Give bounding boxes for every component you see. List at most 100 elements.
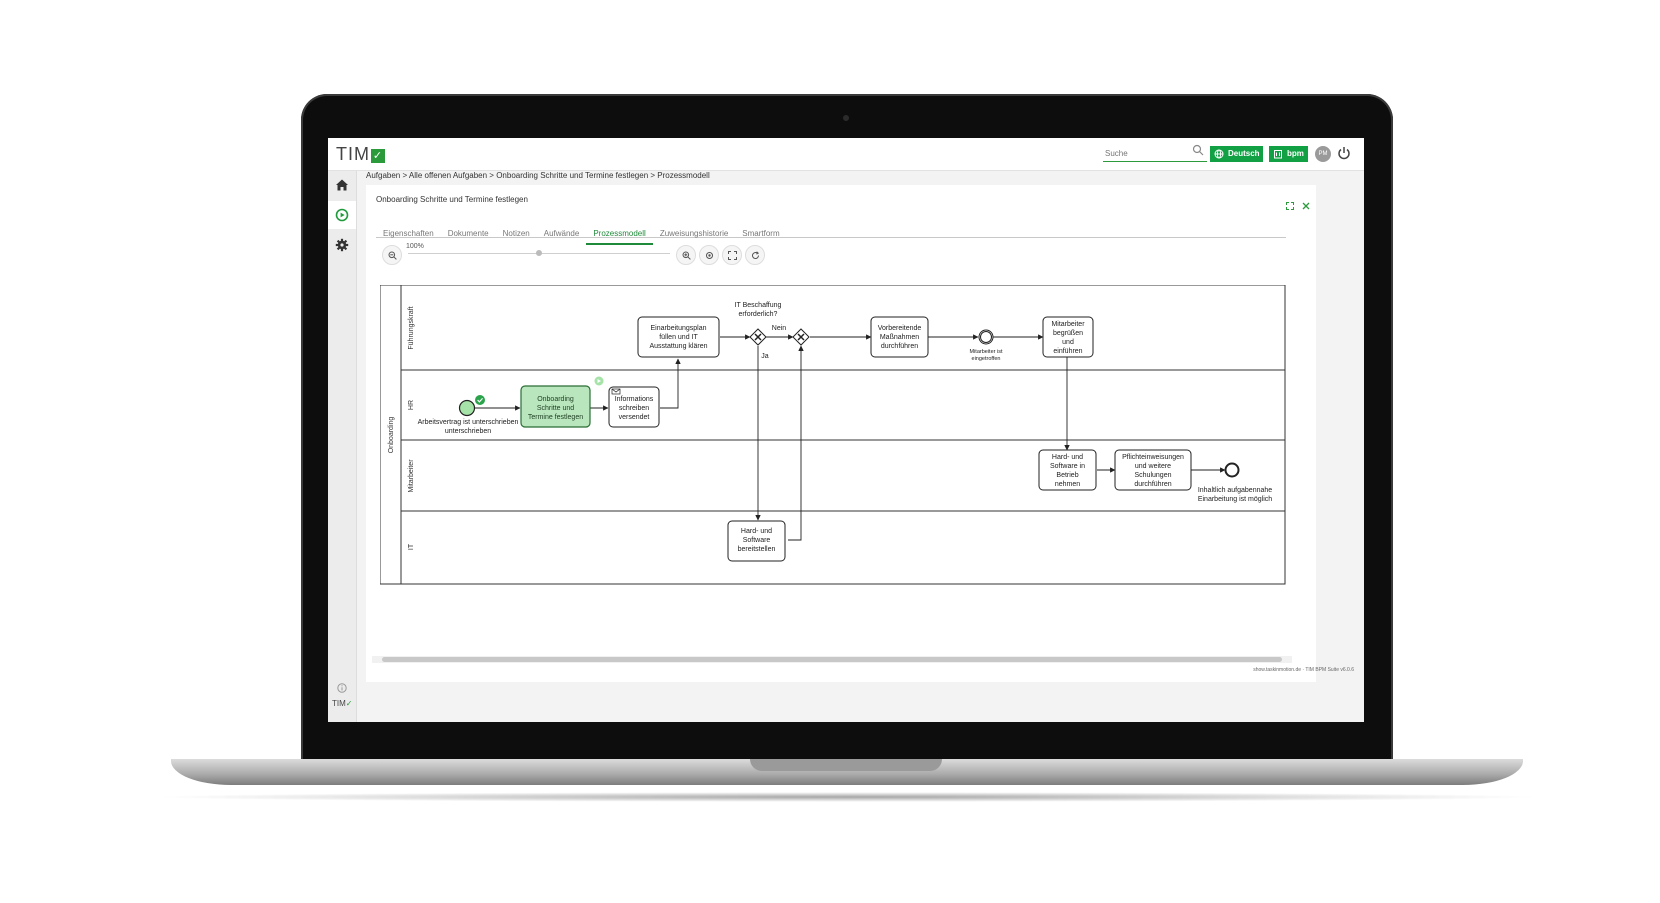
zoom-slider-thumb[interactable] xyxy=(536,250,542,256)
task-vorbereitende[interactable]: Vorbereitende Maßnahmen durchführen xyxy=(870,316,929,358)
gateway-no-label: Nein xyxy=(772,325,787,332)
task-bereitstellen-line-1: Hard- und xyxy=(741,528,772,535)
task-vorbereitende-line-2: Maßnahmen xyxy=(880,334,919,341)
task-informationen-line-3: versendet xyxy=(619,414,650,421)
zoom-out-button[interactable] xyxy=(382,245,402,265)
gateway-question-line-1: IT Beschaffung xyxy=(735,302,782,309)
intermediate-event-label-2: eingetroffen xyxy=(972,356,1001,362)
building-icon xyxy=(1274,150,1282,159)
sequence-flows xyxy=(475,334,1226,541)
task-onboarding[interactable]: Onboarding Schritte und Termine festlege… xyxy=(520,385,591,428)
gateway-merge[interactable] xyxy=(792,328,810,346)
laptop-notch xyxy=(750,759,942,771)
lane-label: Führungskraft xyxy=(408,306,415,349)
expand-icon[interactable] xyxy=(1285,202,1294,210)
tab-eigenschaften[interactable]: Eigenschaften xyxy=(383,229,434,238)
home-icon xyxy=(336,179,348,191)
zoom-in-button[interactable] xyxy=(676,245,696,265)
topbar: TIM✓ Deutsch bpm PM xyxy=(328,138,1364,171)
avatar[interactable]: PM xyxy=(1315,146,1331,162)
pool-label: Onboarding xyxy=(388,417,395,454)
gateway-it-beschaffung[interactable] xyxy=(749,328,767,346)
target-icon xyxy=(705,251,713,259)
logo-text: TIM xyxy=(336,144,370,164)
center-button[interactable] xyxy=(699,245,719,265)
task-panel: Onboarding Schritte und Termine festlege… xyxy=(366,185,1316,682)
panel-title: Onboarding Schritte und Termine festlege… xyxy=(376,195,528,204)
tab-aufwnde[interactable]: Aufwände xyxy=(543,229,580,238)
tab-smartform[interactable]: Smartform xyxy=(742,229,780,238)
search-input[interactable] xyxy=(1103,146,1207,162)
fit-button[interactable] xyxy=(722,245,742,265)
task-einarbeitungsplan[interactable]: Einarbeitungsplan füllen und IT Ausstatt… xyxy=(637,316,720,358)
logo-check-icon: ✓ xyxy=(371,149,385,163)
task-bereitstellen-line-3: bereitstellen xyxy=(738,546,776,553)
power-icon[interactable] xyxy=(1336,145,1352,161)
gateway-question-line-2: erforderlich? xyxy=(739,311,778,318)
task-begruessen-line-3: und xyxy=(1062,339,1074,346)
task-onboarding-line-3: Termine festlegen xyxy=(528,414,583,421)
app-logo[interactable]: TIM✓ xyxy=(336,144,385,165)
bpm-label: bpm xyxy=(1287,149,1304,158)
sidebar-item-processes[interactable] xyxy=(328,201,356,229)
lane-label: Mitarbeiter xyxy=(408,459,415,493)
task-vorbereitende-line-1: Vorbereitende xyxy=(878,325,922,332)
start-event-label-2: unterschrieben xyxy=(445,428,491,435)
task-bereitstellen[interactable]: Hard- und Software bereitstellen xyxy=(727,520,786,562)
camera xyxy=(843,115,849,121)
sidebar-logo-check-icon: ✓ xyxy=(345,699,353,708)
zoom-in-icon xyxy=(682,251,691,260)
gear-icon xyxy=(335,238,349,252)
task-informationen-line-2: schreiben xyxy=(619,405,649,412)
end-event[interactable] xyxy=(1224,462,1240,478)
tab-prozessmodell[interactable]: Prozessmodell xyxy=(586,229,653,245)
task-play-triangle xyxy=(597,379,601,383)
play-circle-icon xyxy=(335,208,349,222)
tab-notizen[interactable]: Notizen xyxy=(502,229,530,238)
close-icon[interactable] xyxy=(1302,202,1310,210)
task-begruessen-line-4: einführen xyxy=(1053,348,1082,355)
info-icon[interactable] xyxy=(337,683,347,693)
task-betrieb-line-2: Software in xyxy=(1050,463,1085,470)
sidebar-item-settings[interactable] xyxy=(328,231,356,259)
task-bereitstellen-line-2: Software xyxy=(743,537,771,544)
tab-dokumente[interactable]: Dokumente xyxy=(447,229,489,238)
language-button[interactable]: Deutsch xyxy=(1210,146,1263,162)
language-label: Deutsch xyxy=(1228,149,1260,158)
task-pflicht-line-4: durchführen xyxy=(1134,481,1171,488)
laptop-shadow xyxy=(150,792,1544,802)
gateway-yes-label: Ja xyxy=(761,353,769,360)
task-pflichteinweisungen[interactable]: Pflichteinweisungen und weitere Schulung… xyxy=(1114,449,1192,491)
task-begruessen-line-2: begrüßen xyxy=(1053,330,1083,337)
screen: TIM✓ Deutsch bpm PM TIM✓ Aufgaben > Alle… xyxy=(328,138,1364,722)
horizontal-scrollbar[interactable] xyxy=(372,656,1292,663)
task-vorbereitende-line-3: durchführen xyxy=(881,343,918,350)
fullscreen-icon xyxy=(727,250,737,260)
intermediate-event-label-1: Mitarbeiter ist xyxy=(969,349,1002,355)
task-onboarding-line-1: Onboarding xyxy=(537,396,574,403)
task-onboarding-line-2: Schritte und xyxy=(537,405,574,412)
sidebar: TIM✓ xyxy=(328,171,357,722)
process-diagram: Onboarding Führungskraft HR Mitarbeiter … xyxy=(380,285,1286,585)
reset-button[interactable] xyxy=(745,245,765,265)
breadcrumb[interactable]: Aufgaben > Alle offenen Aufgaben > Onboa… xyxy=(366,171,710,180)
end-event-label-2: Einarbeitung ist möglich xyxy=(1198,496,1272,503)
footer-version: show.taskinmotion.de · TIM BPM Suite v6.… xyxy=(1253,667,1354,673)
task-begruessen[interactable]: Mitarbeiter begrüßen und einführen xyxy=(1042,316,1094,358)
globe-icon xyxy=(1214,149,1224,159)
scrollbar-thumb[interactable] xyxy=(382,657,1282,662)
sidebar-item-home[interactable] xyxy=(328,171,356,199)
tab-zuweisungshistorie[interactable]: Zuweisungshistorie xyxy=(659,229,729,238)
task-betrieb-line-3: Betrieb xyxy=(1056,472,1078,479)
bpm-button[interactable]: bpm xyxy=(1269,146,1308,162)
task-informationen[interactable]: Informations schreiben versendet xyxy=(608,386,660,428)
zoom-percent: 100% xyxy=(406,243,424,250)
task-pflicht-line-2: und weitere xyxy=(1135,463,1171,470)
search-icon[interactable] xyxy=(1192,144,1204,156)
intermediate-event[interactable] xyxy=(978,329,994,345)
start-event[interactable] xyxy=(458,399,476,417)
task-pflicht-line-1: Pflichteinweisungen xyxy=(1122,454,1184,461)
sidebar-logo: TIM✓ xyxy=(332,699,352,708)
task-hard-software-betrieb[interactable]: Hard- und Software in Betrieb nehmen xyxy=(1038,449,1097,491)
content: Aufgaben > Alle offenen Aufgaben > Onboa… xyxy=(356,171,1364,722)
